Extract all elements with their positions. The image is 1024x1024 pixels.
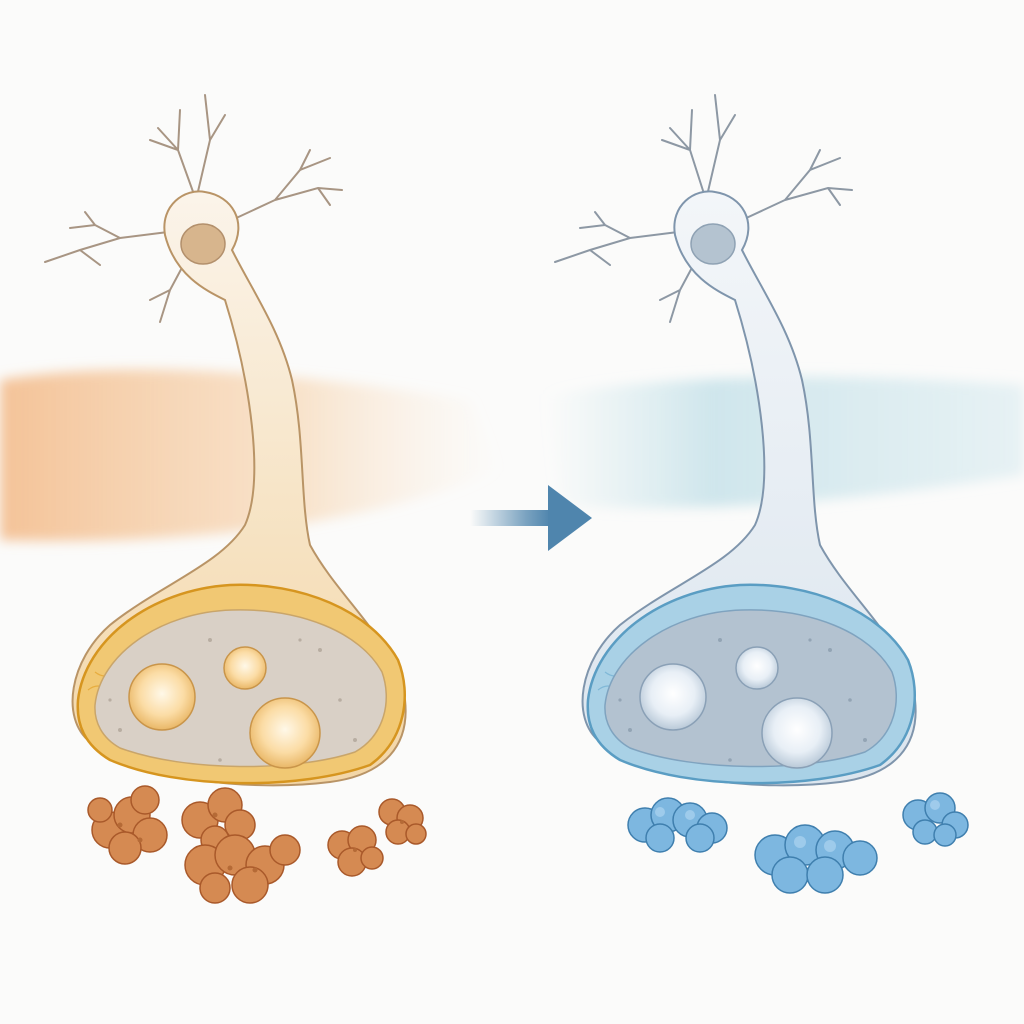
aggregate-cluster [627,797,728,853]
arrow-right-icon [470,485,592,551]
aggregate-cluster [181,787,256,855]
left-nucleus [180,223,226,265]
right-dendrites [554,94,853,323]
right-protein-aggregates [627,792,969,894]
aggregate-cluster [184,834,301,904]
left-terminal-speckles [108,638,357,762]
left-vesicle-medium [249,697,321,769]
aggregate-cluster [378,798,427,845]
right-vesicle-large [639,663,707,731]
left-background-band [0,369,500,541]
left-dendrites [44,94,343,323]
left-neuron [44,94,407,787]
right-terminal-speckles [618,638,867,762]
aggregate-cluster [327,825,384,877]
right-nucleus [690,223,736,265]
aggregate-cluster [902,792,969,847]
aggregate-cluster [754,824,878,894]
right-vesicle-medium [761,697,833,769]
left-vesicle-small [223,646,267,690]
aggregate-cluster [87,785,168,865]
left-vesicle-large [128,663,196,731]
right-vesicle-small [735,646,779,690]
right-neuron [554,94,917,787]
left-protein-aggregates [87,785,427,904]
